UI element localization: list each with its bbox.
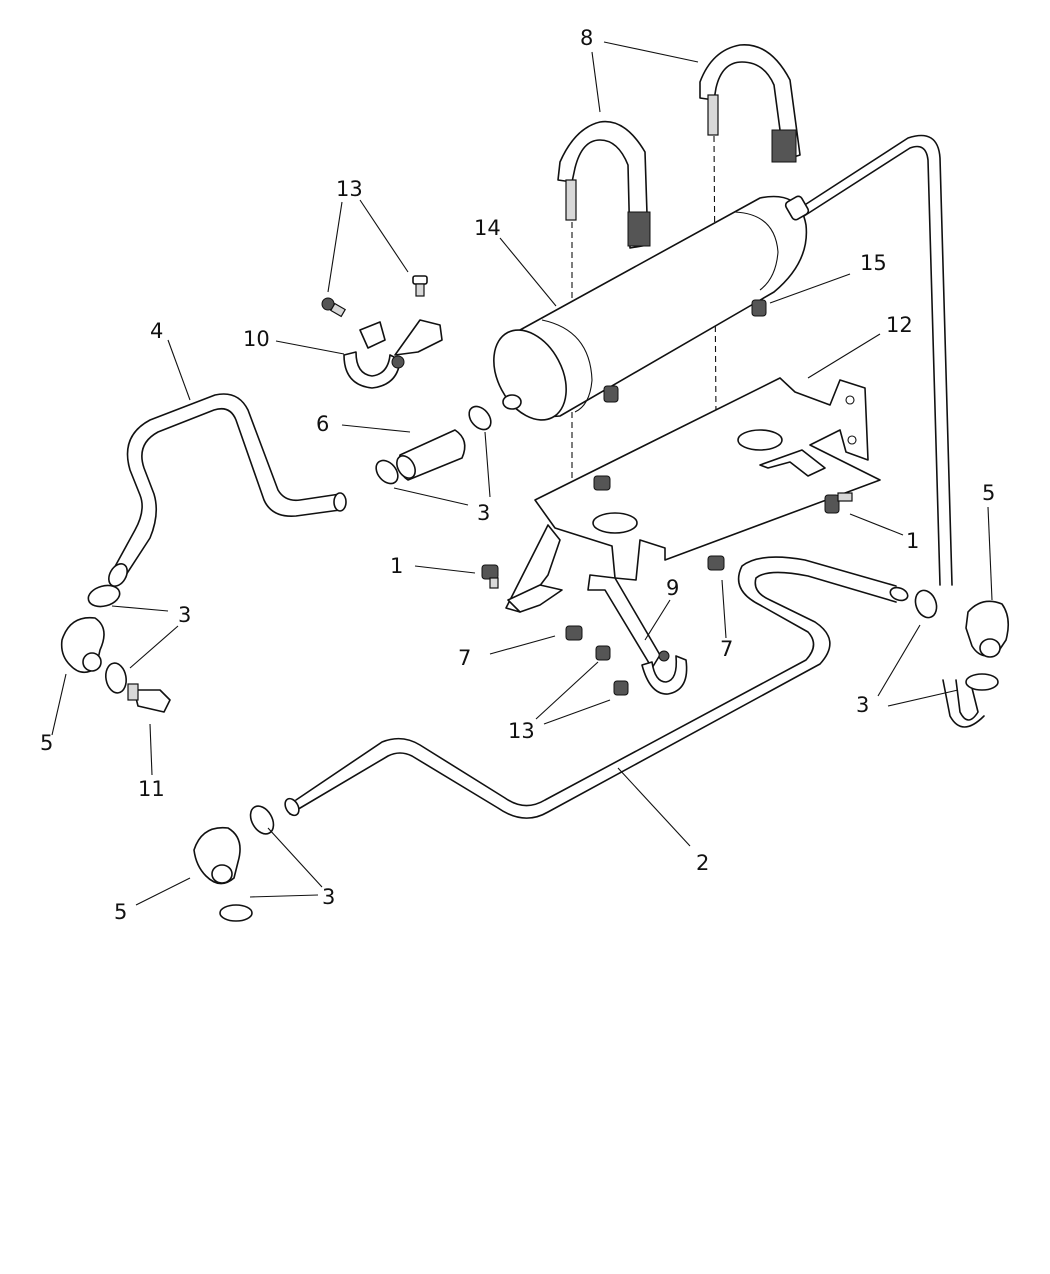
callout-7: 7	[458, 646, 471, 670]
callout-3: 3	[322, 885, 335, 909]
callout-9: 9	[666, 576, 679, 600]
clamp-3-sleeve-right	[468, 405, 492, 431]
bolt-1-right	[824, 492, 853, 514]
callout-7: 7	[720, 637, 733, 661]
callout-3: 3	[856, 693, 869, 717]
clamp-3-elbow-right-left	[914, 589, 938, 619]
callout-1: 1	[390, 554, 403, 578]
nut-7-right	[707, 555, 725, 571]
callout-12: 12	[886, 313, 913, 337]
hanger-strap-right	[699, 44, 801, 163]
callout-10: 10	[243, 327, 270, 351]
callout-14: 14	[474, 216, 501, 240]
callout-5: 5	[982, 481, 995, 505]
clamp-3-elbow-left-top	[87, 584, 121, 608]
screw-13-lower-upper	[595, 645, 611, 661]
callout-8: 8	[580, 26, 593, 50]
clamp-3-elbow-lower-bottom	[219, 904, 253, 922]
callout-3: 3	[477, 501, 490, 525]
hose-4	[108, 393, 347, 587]
screw-13-lower-lower	[613, 680, 629, 696]
screw-13-top-left	[321, 297, 347, 318]
callout-11: 11	[138, 777, 165, 801]
elbow-5-lower	[193, 826, 241, 885]
callout-5: 5	[40, 731, 53, 755]
fitting-11	[127, 683, 171, 713]
callout-1: 1	[906, 529, 919, 553]
hose-2	[284, 556, 909, 819]
callout-3: 3	[178, 603, 191, 627]
sleeve-6	[396, 429, 466, 481]
clamp-3-sleeve-left	[375, 459, 399, 485]
callout-6: 6	[316, 412, 329, 436]
bolt-1-left	[481, 564, 499, 589]
callout-2: 2	[696, 851, 709, 875]
callout-13: 13	[336, 177, 363, 201]
elbow-5-right	[965, 600, 1010, 658]
return-hose	[799, 134, 985, 728]
clamp-3-elbow-lower-top	[249, 805, 275, 835]
hanger-strap-left	[557, 120, 651, 249]
screw-13-top-right	[412, 275, 428, 297]
callout-4: 4	[150, 319, 163, 343]
elbow-5-left	[60, 616, 105, 674]
callout-13: 13	[508, 719, 535, 743]
clamp-10	[343, 319, 443, 389]
leader-lines	[51, 41, 993, 906]
clamp-3-elbow-right-bottom	[965, 673, 999, 691]
tank-14	[493, 195, 810, 421]
callout-5: 5	[114, 900, 127, 924]
callout-15: 15	[860, 251, 887, 275]
nut-7-left	[565, 625, 583, 641]
clamp-9	[587, 574, 688, 695]
clamp-3-elbow-left-bottom	[105, 662, 127, 694]
